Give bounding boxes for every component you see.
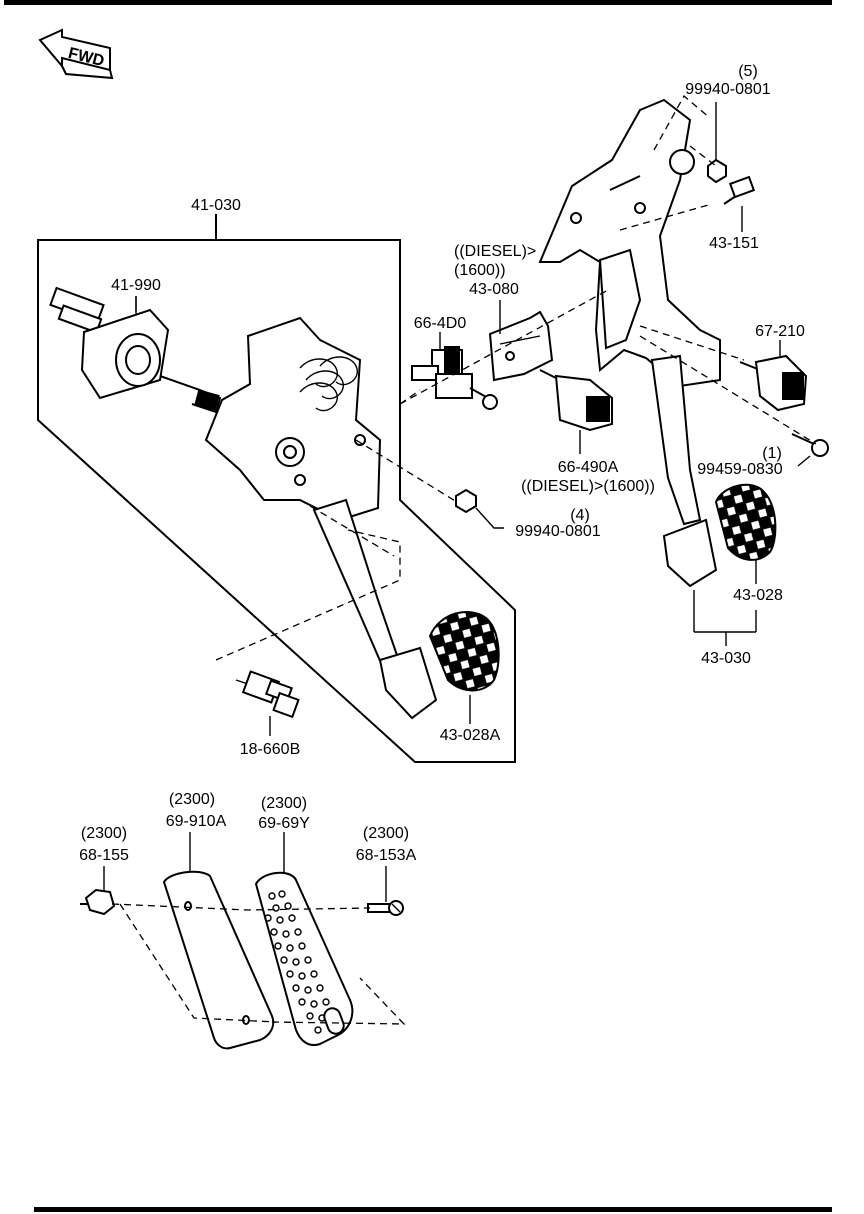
label-qty-1: (1): [762, 445, 782, 462]
label-diesel-1600: ((DIESEL)>(1600)): [521, 478, 655, 495]
label-67-210: 67-210: [755, 323, 805, 340]
bolt-43-151: [723, 175, 756, 232]
screw-68-153a: [367, 866, 404, 916]
bolt-99459-0830: [791, 433, 829, 467]
label-qty-5: (5): [738, 63, 758, 80]
brake-pedal-pad: [714, 483, 777, 584]
nut-99940-0801-lower: [455, 488, 504, 529]
label-99940-0801-lower: 99940-0801: [515, 523, 601, 540]
label-66-4d0: 66-4D0: [414, 315, 467, 332]
label-2300-b: (2300): [169, 791, 215, 808]
fwd-arrow-icon: FWD: [38, 28, 114, 80]
label-99940-0801-upper: 99940-0801: [685, 81, 771, 98]
clutch-master-cylinder: [49, 286, 222, 414]
label-qty-4: (4): [570, 507, 590, 524]
nut-99940-0801-upper: [707, 102, 727, 184]
label-41-990: 41-990: [111, 277, 161, 294]
label-43-151: 43-151: [709, 235, 759, 252]
label-2300-c: (2300): [261, 795, 307, 812]
label-2300-d: (2300): [363, 825, 409, 842]
label-41-030: 41-030: [191, 197, 241, 214]
label-43-028: 43-028: [733, 587, 783, 604]
label-66-490a: 66-490A: [558, 459, 619, 476]
label-69-910a: 69-910A: [166, 813, 227, 830]
label-1600: (1600)): [454, 262, 506, 279]
label-99459-0830: 99459-0830: [697, 461, 783, 478]
brake-pedal-bracket: [538, 98, 721, 588]
label-18-660b: 18-660B: [240, 741, 301, 758]
pedal-pad-69-69y: [254, 832, 354, 1046]
bracket-43-080: [488, 300, 554, 382]
label-43-030: 43-030: [701, 650, 751, 667]
brake-light-switch-66-4d0: [411, 332, 498, 410]
clutch-pedal-bracket: [204, 316, 438, 720]
top-rule: [4, 0, 832, 5]
label-diesel: ((DIESEL)>: [454, 243, 536, 260]
clutch-assembly-box: [37, 214, 516, 763]
brake-light-switch-66-490a: [539, 369, 613, 454]
clutch-switch: [235, 670, 300, 736]
pedal-plate-69-910a: [162, 832, 275, 1050]
label-43-028a: 43-028A: [440, 727, 501, 744]
pedal-pad-dimples: [264, 890, 338, 1034]
label-69-69y: 69-69Y: [258, 815, 310, 832]
label-68-155: 68-155: [79, 847, 129, 864]
bottom-rule: [34, 1207, 832, 1212]
brake-pedal-assembly-bracket: [693, 590, 757, 646]
label-2300-a: (2300): [81, 825, 127, 842]
clutch-pedal-pad: [428, 611, 500, 724]
clip-68-155: [80, 866, 116, 916]
stop-switch-67-210: [739, 340, 808, 412]
label-68-153a: 68-153A: [356, 847, 417, 864]
label-43-080: 43-080: [469, 281, 519, 298]
